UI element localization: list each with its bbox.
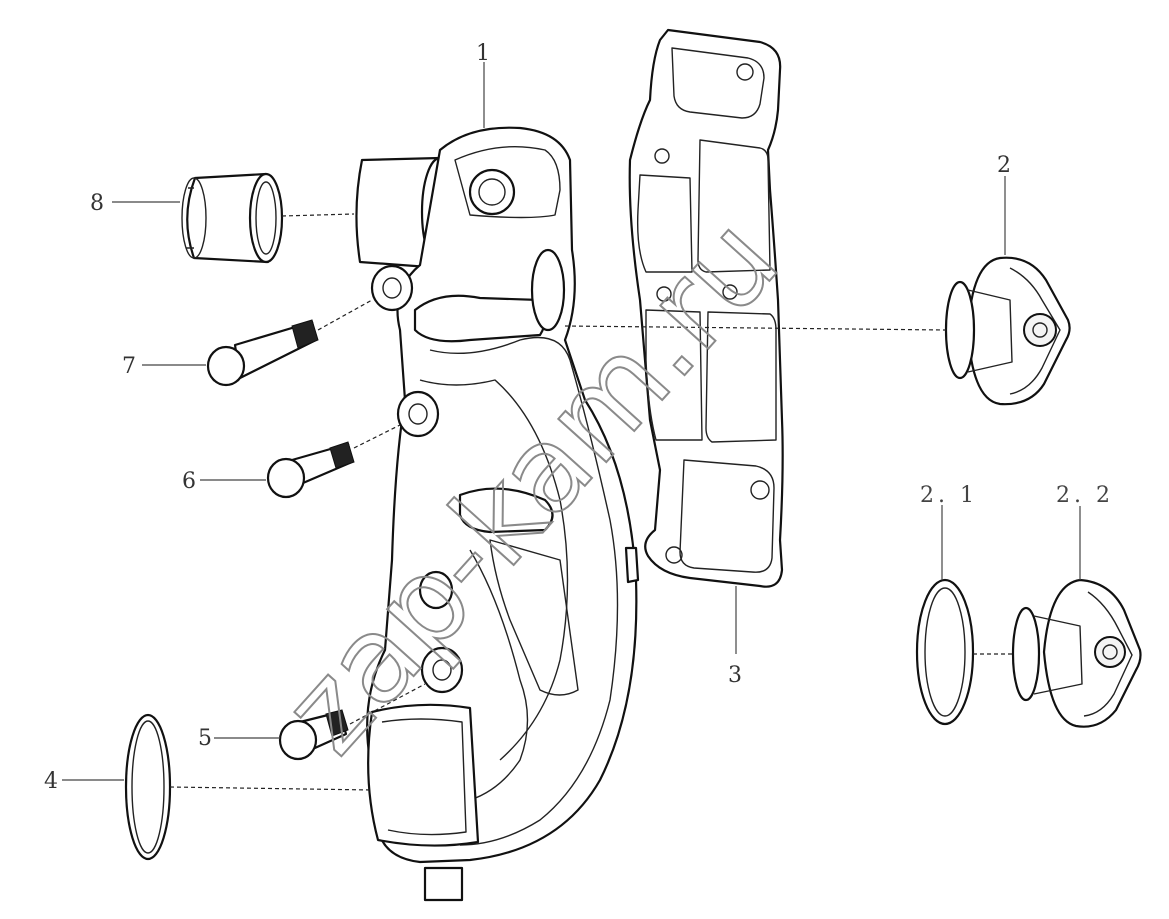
o-ring-part-4 (124, 713, 172, 861)
seal-ring-part-2-1 (915, 578, 975, 726)
callout-5: 5 (198, 726, 212, 751)
pipe-sleeve-part-8 (181, 172, 284, 264)
callout-2-1: 2. 1 (920, 483, 978, 508)
thermostat-part-2 (944, 256, 1071, 406)
gasket-part-3 (628, 28, 784, 588)
callout-1: 1 (476, 41, 490, 66)
thermostat-part-2-2 (1011, 578, 1142, 728)
callout-labels: 1 2 2. 1 2. 2 3 4 5 6 7 8 (44, 41, 1114, 794)
bolt-part-5 (278, 709, 349, 761)
callout-7: 7 (122, 354, 136, 379)
bolt-part-6 (266, 441, 355, 499)
callout-2: 2 (997, 153, 1011, 178)
callout-2-2: 2. 2 (1056, 483, 1114, 508)
callout-4: 4 (44, 769, 58, 794)
callout-8: 8 (90, 191, 104, 216)
thermostat-housing-part-1 (355, 126, 640, 902)
assembly-lines (169, 213, 1012, 791)
callout-3: 3 (728, 663, 742, 688)
callout-6: 6 (182, 469, 196, 494)
bolt-part-7 (206, 319, 319, 387)
leader-lines (62, 62, 1081, 781)
